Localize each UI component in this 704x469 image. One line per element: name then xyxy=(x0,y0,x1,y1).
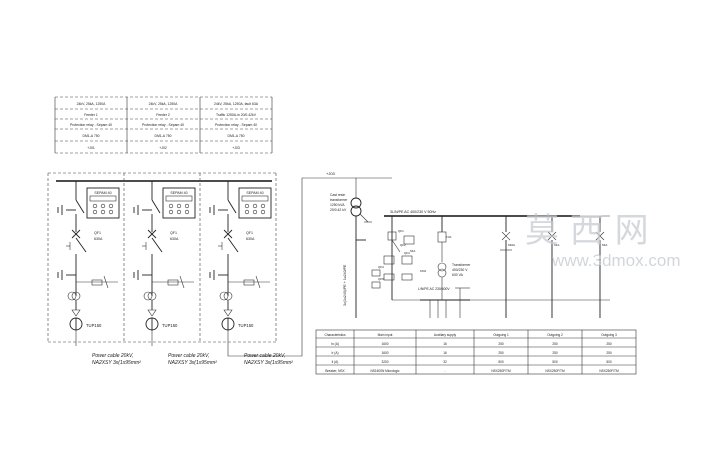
breaker-rating: 630A xyxy=(170,237,179,241)
table-header: Characteristics xyxy=(324,333,345,337)
cable-label-line2: NA2XSY 3x(1x95mm² xyxy=(244,360,293,366)
transformer-label: 20/0.42 kV xyxy=(330,208,347,212)
component-tag: QF3 xyxy=(404,251,410,255)
cable-label-line2: NA2XSY 3x(1x95mm² xyxy=(168,360,217,366)
lower-bus-label: L/N/PE AC 230/400V xyxy=(418,287,450,291)
aux-transformer-label: Transformer xyxy=(452,263,471,267)
breaker-tag: QF1 xyxy=(170,231,177,235)
table-cell: NSX250F/TM xyxy=(545,369,565,373)
relay-label: SEPAM 40 xyxy=(170,191,187,195)
table-cell: 32 xyxy=(443,360,447,364)
table-cell: Breaker, NSX xyxy=(325,369,345,373)
left-table-cell-spec: 24kV, 25kA, 1250A xyxy=(77,102,106,106)
cable-terminal-label: TUP150 xyxy=(162,323,178,328)
table-cell: Ii (A) xyxy=(332,360,339,364)
cable-terminal-label: TUP150 xyxy=(238,323,254,328)
left-table-cell-code: +J03 xyxy=(232,146,240,150)
table-cell: - xyxy=(444,369,445,373)
feeder-panel-shape xyxy=(57,181,120,346)
text-layer: 24kV, 25kA, 1250A Feeder 1 Protection rela… xyxy=(70,102,619,373)
component-tag: 630A xyxy=(508,243,515,247)
table-cell: 250 xyxy=(606,351,612,355)
relay-label: SEPAM 40 xyxy=(246,191,263,195)
feed-label: +J03 xyxy=(326,171,336,176)
left-table-cell-spec: 24kV, 25kA, 1250A xyxy=(149,102,178,106)
watermark-cjk: 莫 西 网 xyxy=(525,211,649,251)
table-cell: NSX250F/TM xyxy=(599,369,619,373)
cable-label-line1: Power cable 20kV, xyxy=(168,353,209,359)
table-cell: 250 xyxy=(552,351,558,355)
left-table-cell-relay: Protection relay - Sepam 40 xyxy=(142,123,184,127)
cable-label-line2: NA2XSY 3x(1x95mm² xyxy=(92,360,141,366)
table-header: Outgoing 2 xyxy=(547,333,563,337)
table-cell: 16 xyxy=(443,351,447,355)
table-cell: 3200 xyxy=(381,360,388,364)
table-cell: 1600 xyxy=(381,351,388,355)
breaker-rating: 630A xyxy=(246,237,255,241)
table-header: Main input xyxy=(378,333,393,337)
table-cell: NS1600N Micrologic xyxy=(370,369,399,373)
breaker-tag: QF1 xyxy=(94,231,101,235)
relay-label: SEPAM 40 xyxy=(94,191,111,195)
left-table-cell-spec: 24kV, 25kA, 1250A, fault 63A xyxy=(214,102,259,106)
busbar-label: 3L/N/PE AC 400/230 V 50Hz xyxy=(390,210,436,214)
component-tag: FU1 xyxy=(446,235,452,239)
left-table-cell-feeder: Feeder 1 xyxy=(84,113,98,117)
table-cell: 250 xyxy=(552,342,558,346)
component-tag: KM1 xyxy=(420,269,427,273)
cable-label-line1: Power cable 20kV, xyxy=(244,353,285,359)
table-cell: 1600 xyxy=(381,342,388,346)
table-header: Auxiliary supply xyxy=(434,333,457,337)
table-cell: Ir (A) xyxy=(331,351,338,355)
component-tag: QF4 xyxy=(378,265,384,269)
component-tag: QF2 xyxy=(400,243,406,247)
table-cell: 250 xyxy=(606,342,612,346)
left-table-cell-code: +J02 xyxy=(159,146,167,150)
aux-transformer-label: 400/230 V xyxy=(452,268,468,272)
table-cell: 250 xyxy=(498,351,504,355)
breaker-tag: QF1 xyxy=(246,231,253,235)
component-tag: 63A xyxy=(410,249,415,253)
cable-label-line1: Power cable 20kV, xyxy=(92,353,133,359)
transformer-label: Cast resin xyxy=(330,193,345,197)
table-cell: 250 xyxy=(498,342,504,346)
cable-terminal-label: TUP150 xyxy=(86,323,102,328)
table-cell: 16 xyxy=(443,342,447,346)
table-cell: 500 xyxy=(498,360,504,364)
left-table-cell-feeder: Traffic 1250A-in 20/0.42kV xyxy=(216,113,257,117)
table-cell: In (A) xyxy=(331,342,339,346)
left-table-cell-meter: DM1-A 750 xyxy=(155,134,172,138)
vertical-cable-label: 3x(1x240)/PE + 1x240/PE xyxy=(343,264,347,306)
table-cell: 500 xyxy=(606,360,612,364)
left-spec-table xyxy=(54,96,273,154)
component-tag: 63A xyxy=(602,243,607,247)
component-tag: QF1 xyxy=(398,229,404,233)
table-header: Outgoing 1 xyxy=(493,333,509,337)
table-header: Outgoing 3 xyxy=(601,333,617,337)
lv-diagram xyxy=(227,177,610,357)
transformer-label: transformer xyxy=(330,198,348,202)
left-table-cell-relay: Protection relay - Sepam 40 xyxy=(70,123,112,127)
left-table-cell-meter: DM1-A 750 xyxy=(83,134,100,138)
left-panels xyxy=(47,172,277,343)
characteristics-table xyxy=(315,329,637,375)
component-tag: 63A xyxy=(554,243,559,247)
watermark-url: www.3dmox.com xyxy=(551,251,680,270)
left-table-cell-code: +J01 xyxy=(87,146,95,150)
table-cell: NSX250F/TM xyxy=(491,369,511,373)
aux-transformer-label: 630 VA xyxy=(452,273,464,277)
left-table-cell-feeder: Feeder 2 xyxy=(156,113,170,117)
table-cell: 500 xyxy=(552,360,558,364)
transformer-label: 1250 kVA xyxy=(330,203,345,207)
component-tag: QF5 xyxy=(378,277,384,281)
breaker-rating: 630A xyxy=(94,237,103,241)
left-table-cell-relay: Protection relay - Sepam 40 xyxy=(215,123,257,127)
left-table-cell-meter: DM1-A 750 xyxy=(228,134,245,138)
